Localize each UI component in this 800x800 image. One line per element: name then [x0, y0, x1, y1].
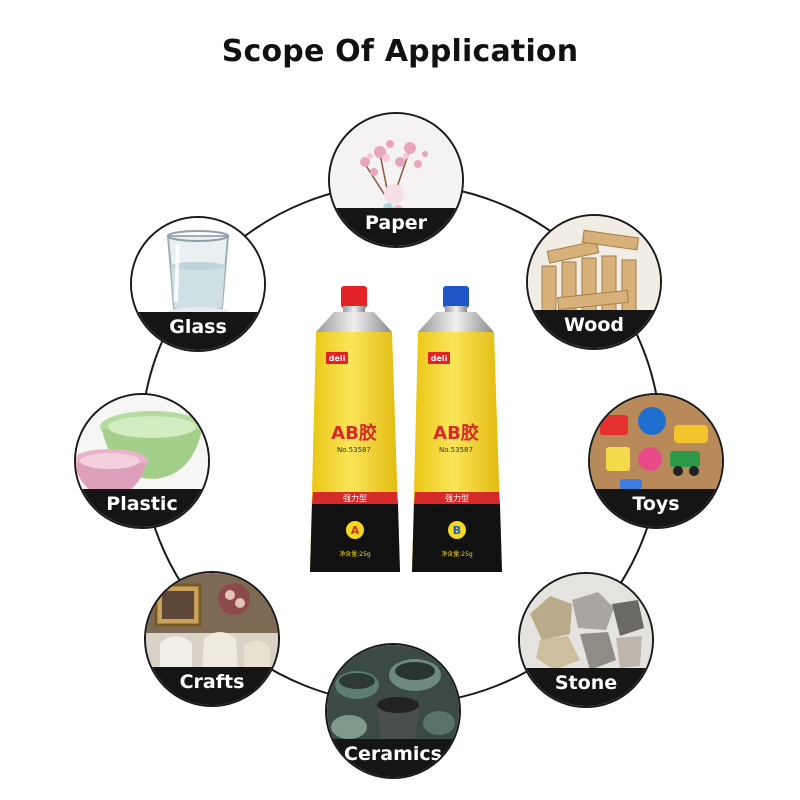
tube-b-cap [443, 286, 469, 308]
material-stone: Stone [518, 572, 654, 708]
model-number: No.53587 [337, 446, 371, 454]
tube-b-badge [448, 521, 466, 539]
material-label: Crafts [146, 667, 278, 705]
tube-a-badge [346, 521, 364, 539]
brand-logo: deli [329, 354, 346, 363]
material-label: Plastic [76, 489, 208, 527]
material-ceramics: Ceramics [325, 643, 461, 779]
tube-a-cap [341, 286, 367, 308]
material-label: Glass [132, 312, 264, 350]
net-weight: 净含量:25g [339, 550, 371, 558]
material-wood: Wood [526, 214, 662, 350]
material-plastic: Plastic [74, 393, 210, 529]
product-name: AB胶 [433, 422, 479, 444]
material-paper: Paper [328, 112, 464, 248]
brand-logo: deli [431, 354, 448, 363]
material-label: Wood [528, 310, 660, 348]
material-label: Stone [520, 668, 652, 706]
model-number: No.53587 [439, 446, 473, 454]
tube-b: deli AB胶 No.53587 强力型 B 净含量:25g [412, 286, 502, 572]
product-name: AB胶 [331, 422, 377, 444]
material-label: Toys [590, 489, 722, 527]
material-toys: Toys [588, 393, 724, 529]
ab-glue-tubes: deli AB胶 No.53587 强力型 A 净含量:25g deli AB胶… [310, 286, 502, 572]
material-glass: Glass [130, 216, 266, 352]
material-label: Paper [330, 208, 462, 246]
tube-a: deli AB胶 No.53587 强力型 A 净含量:25g [310, 286, 400, 572]
net-weight: 净含量:25g [441, 550, 473, 558]
type-label: 强力型 [445, 493, 469, 503]
tube-letter: B [453, 524, 461, 537]
material-crafts: Crafts [144, 571, 280, 707]
material-label: Ceramics [327, 739, 459, 777]
page-title: Scope Of Application [221, 34, 579, 69]
tube-letter: A [351, 524, 360, 537]
type-label: 强力型 [343, 493, 367, 503]
